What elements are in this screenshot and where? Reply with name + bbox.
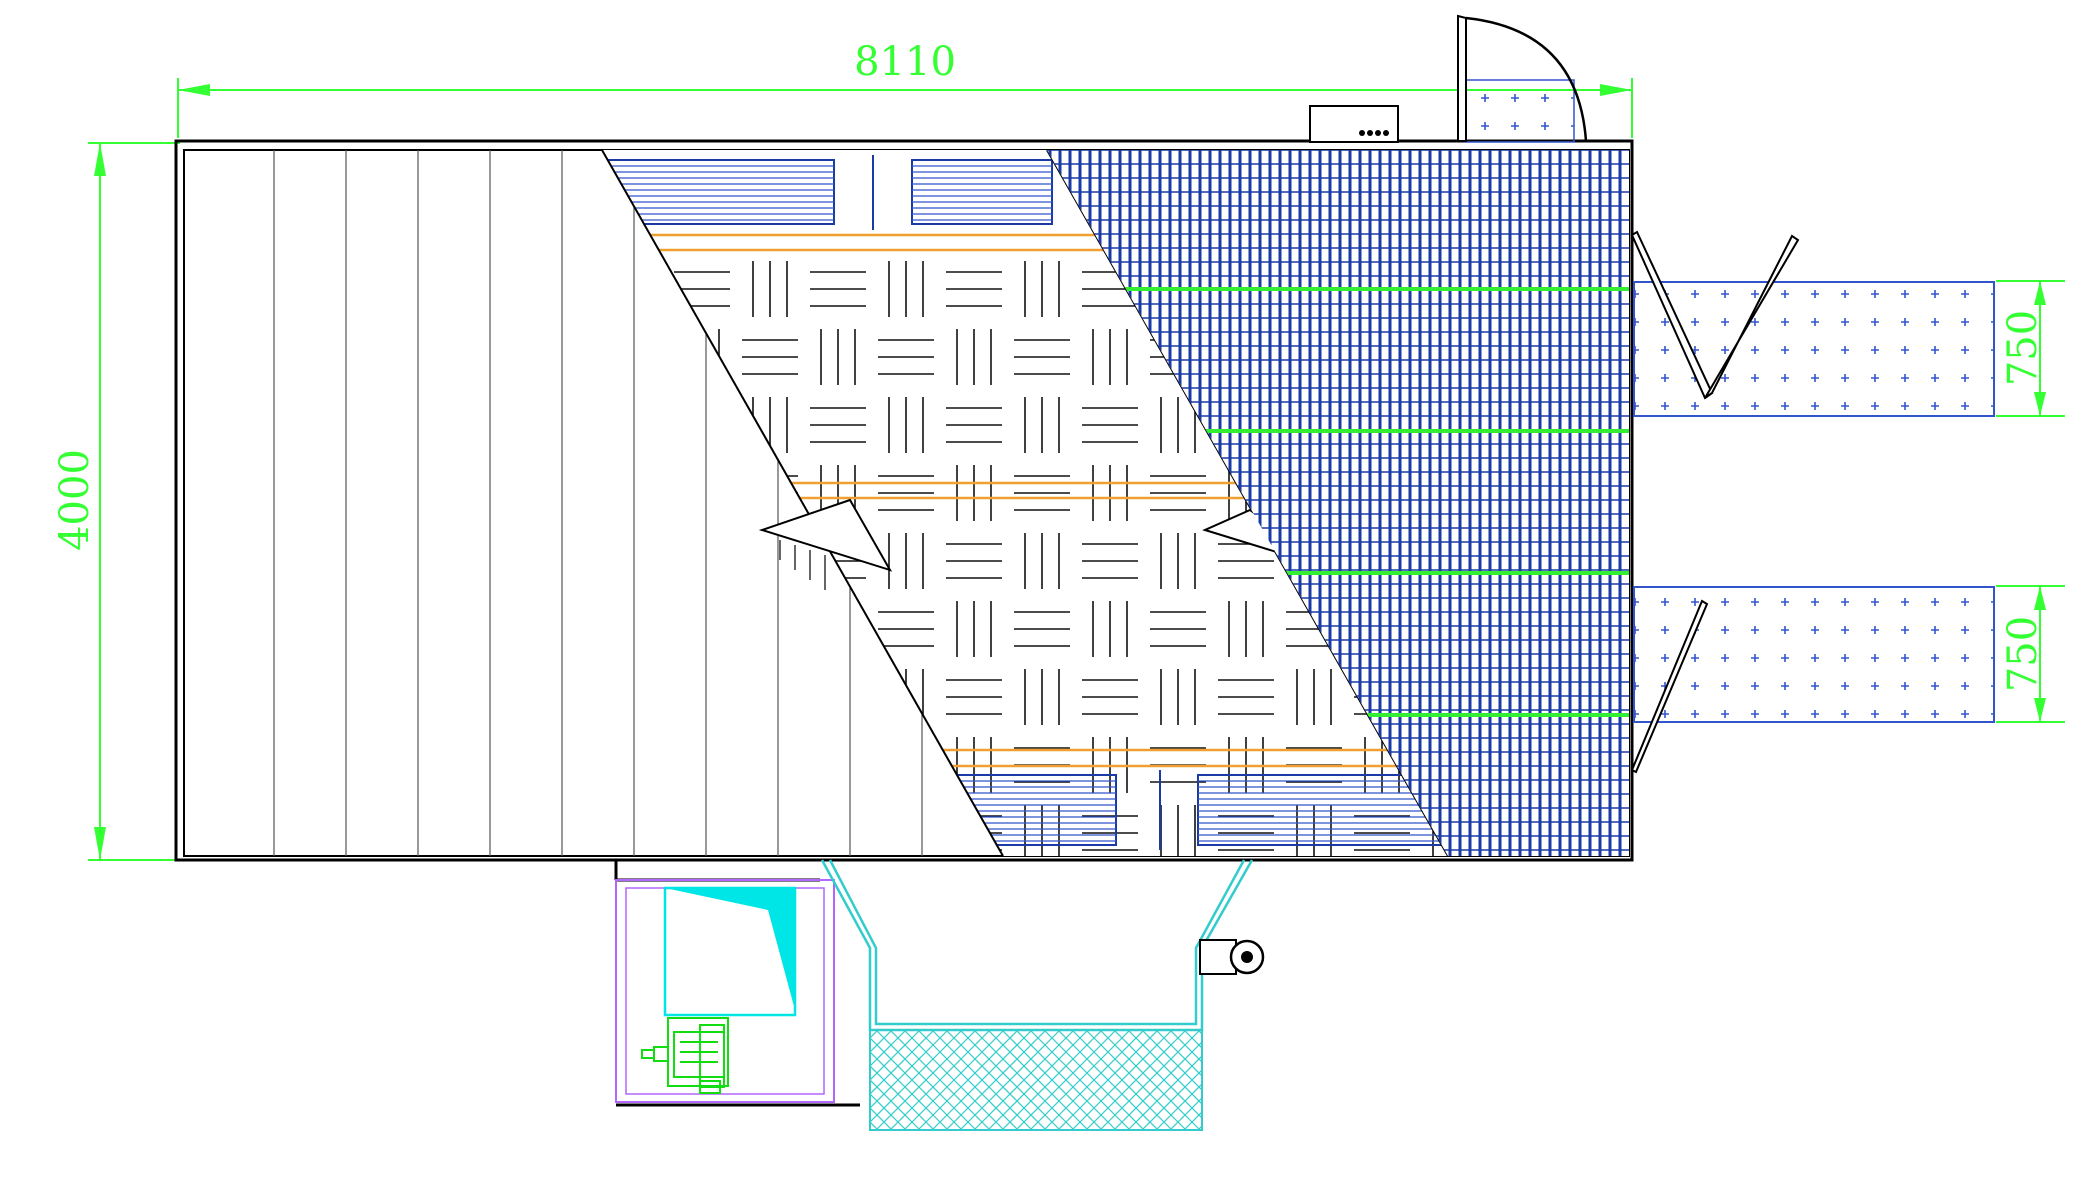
dimension-door-upper — [1996, 280, 2065, 417]
dimension-length — [177, 78, 1633, 138]
control-box-icon — [1309, 105, 1399, 143]
section-edge-left — [601, 149, 1004, 857]
exhaust-plenum — [820, 859, 1254, 1032]
dimension-door-upper-label: 750 — [2000, 310, 2046, 386]
door-opening-upper — [1630, 230, 1995, 417]
break-notch-hatch — [779, 540, 826, 590]
dimension-door-lower-label: 750 — [2000, 616, 2046, 692]
dimension-length-label: 8110 — [854, 39, 956, 85]
door-opening-lower — [1630, 586, 1995, 774]
break-notch-left — [758, 498, 893, 572]
dimension-door-lower — [1996, 585, 2065, 723]
booth-outer-wall — [174, 139, 1634, 862]
fan-icon — [663, 886, 797, 1017]
motor-icon — [641, 1017, 729, 1094]
pulley-icon — [1199, 939, 1265, 975]
filter-box — [869, 1029, 1203, 1131]
dimension-width-label: 4000 — [52, 449, 98, 551]
dimension-width — [88, 142, 180, 861]
personnel-door — [1457, 14, 1588, 143]
